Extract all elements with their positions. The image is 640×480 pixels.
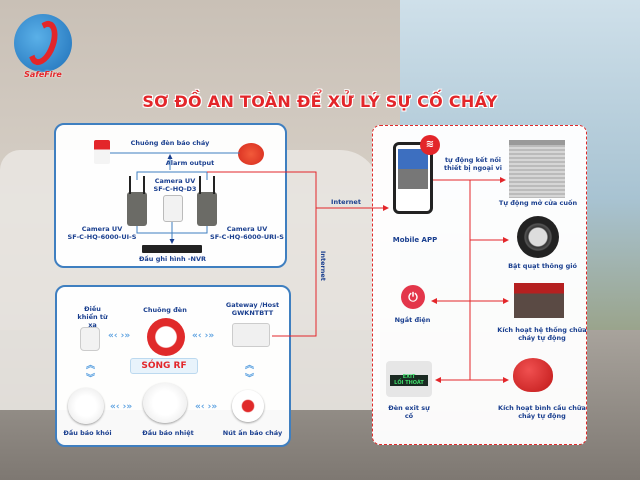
smoke-detector-icon xyxy=(68,388,104,424)
connect-label: tự động kết nối thiết bị ngoại vi xyxy=(444,156,502,172)
extinguisher-label: Kích hoạt bình cầu chữa cháy tự động xyxy=(498,404,586,420)
sprinkler-label: Kích hoạt hệ thống chữa cháy tự động xyxy=(497,326,587,342)
power-off-icon: ⏻ xyxy=(401,285,425,309)
camera-left-model: SF-C-HQ-6000-UI-S xyxy=(67,232,137,241)
remote-label: Điều khiển từ xa xyxy=(77,305,108,329)
logo xyxy=(14,14,72,72)
exit-subtext: LỐI THOÁT xyxy=(394,379,424,386)
rf-wave-icon: «‹ ›» xyxy=(108,331,131,341)
alarm-bell-label: Chuông đèn báo cháy xyxy=(130,139,210,147)
page-title: SƠ ĐỒ AN TOÀN ĐỂ XỬ LÝ SỰ CỐ CHÁY xyxy=(142,92,498,111)
rf-wave-icon: ︽︾ xyxy=(86,361,96,384)
camera-left-icon xyxy=(127,176,147,226)
rf-wave-icon: «‹ ›» xyxy=(195,402,218,412)
wifi-icon: ≋ xyxy=(420,135,440,155)
shutter-label: Tự động mở cửa cuốn xyxy=(498,199,578,207)
internet-label-vertical: Internet xyxy=(318,250,327,281)
exit-text: EXIT xyxy=(402,374,416,380)
phone-icon xyxy=(393,142,433,214)
logo-text: SafeFire xyxy=(24,70,62,79)
nvr-label: Đầu ghi hình -NVR xyxy=(138,255,207,263)
camera-d3-icon xyxy=(163,195,183,222)
call-point-icon xyxy=(232,390,264,422)
smoke-label: Đầu báo khói xyxy=(63,429,112,437)
nvr-icon xyxy=(142,245,202,253)
remote-control-icon xyxy=(80,327,100,351)
power-label: Ngắt điện xyxy=(394,316,431,324)
shutter-icon xyxy=(509,140,565,198)
gateway-icon xyxy=(232,323,270,347)
app-label: Mobile APP xyxy=(392,236,438,244)
gateway-label: Gateway /Host GWKNTBTT xyxy=(225,301,280,317)
heat-detector-icon xyxy=(143,383,187,423)
fan-label: Bật quạt thông gió xyxy=(508,262,577,270)
camera-left-name: Camera UV xyxy=(81,225,123,233)
bell-icon xyxy=(238,143,264,165)
rf-badge: SÓNG RF xyxy=(130,358,198,374)
sprinkler-icon xyxy=(514,283,564,318)
camera-center-name: Camera UV xyxy=(154,177,196,185)
rf-wave-icon: ︽︾ xyxy=(245,361,255,384)
rf-wave-icon: «‹ ›» xyxy=(110,402,133,412)
camera-center-model: SF-C-HQ-D3 xyxy=(153,184,197,193)
siren-icon xyxy=(94,140,110,164)
camera-right-model: SF-C-HQ-6000-URI-S xyxy=(210,232,284,241)
camera-right-icon xyxy=(197,176,217,226)
button-label: Nút ấn báo cháy xyxy=(222,429,283,437)
alarm-output-label: Alarm output xyxy=(165,159,215,167)
rf-wave-icon: «‹ ›» xyxy=(192,331,215,341)
exit-label: Đèn exit sự cố xyxy=(388,404,430,420)
heat-label: Đầu báo nhiệt xyxy=(142,429,194,437)
extinguisher-icon xyxy=(513,358,553,392)
bell-rf-label: Chuông đèn xyxy=(143,306,187,314)
internet-label-horizontal: Internet xyxy=(331,198,361,206)
fan-icon xyxy=(517,216,559,258)
rf-bell-icon xyxy=(147,318,185,356)
